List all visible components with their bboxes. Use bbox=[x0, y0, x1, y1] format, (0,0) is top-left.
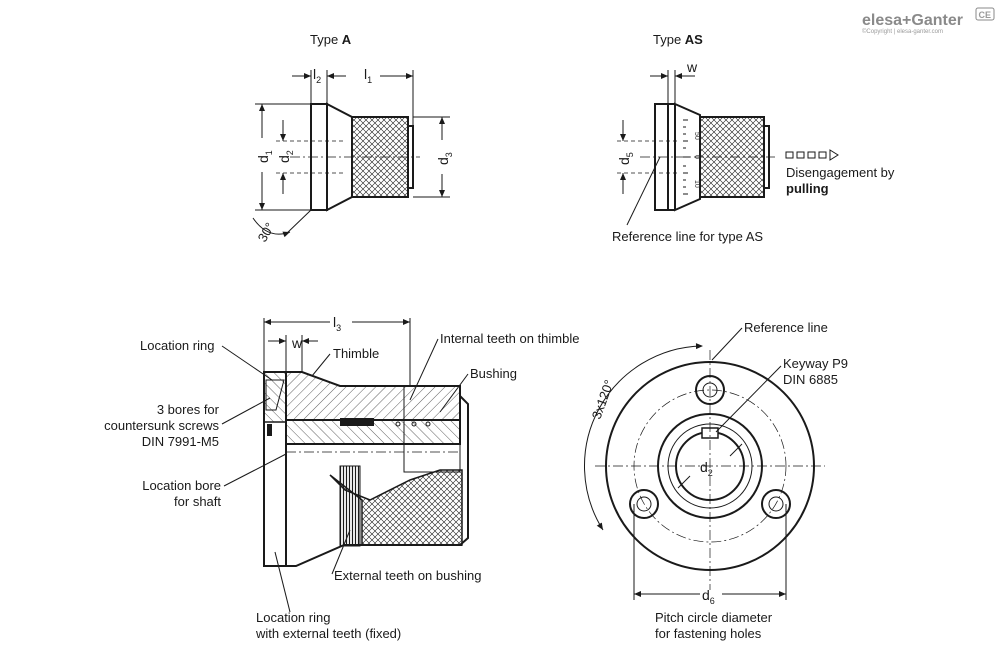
label-ring-fixed-1: Location ring bbox=[256, 610, 330, 625]
label-pitch-1: Pitch circle diameter bbox=[655, 610, 773, 625]
label-pulling: pulling bbox=[786, 181, 829, 196]
dim-d2-front: d2 bbox=[700, 459, 713, 478]
label-internal-teeth: Internal teeth on thimble bbox=[440, 331, 579, 346]
type-a-view: Type A l2 l1 d1 d2 d3 bbox=[252, 32, 454, 245]
dim-w-as: w bbox=[686, 59, 698, 75]
type-a-title: Type A bbox=[310, 32, 352, 47]
front-view: d2 d6 3x120° Reference line Keyway P9 DI… bbox=[584, 320, 848, 641]
label-keyway-1: Keyway P9 bbox=[783, 356, 848, 371]
dim-d2: d2 bbox=[276, 150, 295, 163]
label-location-bore-1: Location bore bbox=[142, 478, 221, 493]
type-as-title: Type AS bbox=[653, 32, 703, 47]
scale-mark-50: 50 bbox=[693, 132, 700, 140]
dim-d3: d3 bbox=[435, 152, 454, 165]
section-external-teeth bbox=[339, 465, 361, 547]
scale-mark-10: 10 bbox=[693, 180, 700, 188]
scale-ticks bbox=[683, 119, 690, 195]
dim-l3: l3 bbox=[333, 314, 341, 333]
dim-l2: l2 bbox=[313, 66, 321, 85]
logo-text: elesa+Ganter bbox=[862, 12, 963, 29]
dim-d1: d1 bbox=[255, 150, 274, 163]
section-view: l3 w Location ring Thimble Internal teet… bbox=[104, 314, 579, 641]
label-bushing: Bushing bbox=[470, 366, 517, 381]
label-location-ring: Location ring bbox=[140, 338, 214, 353]
dim-angle-3x120: 3x120° bbox=[589, 378, 617, 421]
dim-d5: d5 bbox=[616, 152, 635, 165]
dim-l1: l1 bbox=[364, 66, 372, 85]
label-reference-line: Reference line bbox=[744, 320, 828, 335]
label-bores-1: 3 bores for bbox=[157, 402, 220, 417]
label-reference-line-as: Reference line for type AS bbox=[612, 229, 763, 244]
label-external-teeth: External teeth on bushing bbox=[334, 568, 481, 583]
dim-w-section: w bbox=[291, 335, 303, 351]
section-thimble bbox=[285, 371, 461, 421]
label-thimble: Thimble bbox=[333, 346, 379, 361]
type-as-view: Type AS 50 0 10 w d5 bbox=[612, 32, 895, 244]
label-bores-3: DIN 7991-M5 bbox=[142, 434, 219, 449]
fastening-hole-3 bbox=[761, 489, 791, 519]
copyright-text: ©Copyright | elesa-ganter.com bbox=[862, 28, 943, 35]
brand-logo: elesa+Ganter ©Copyright | elesa-ganter.c… bbox=[862, 7, 995, 35]
label-ring-fixed-2: with external teeth (fixed) bbox=[255, 626, 401, 641]
label-bores-2: countersunk screws bbox=[104, 418, 219, 433]
type-as-cone bbox=[674, 102, 701, 212]
label-location-bore-2: for shaft bbox=[174, 494, 221, 509]
dim-d6: d6 bbox=[702, 587, 715, 606]
pull-arrows-icon bbox=[785, 149, 839, 161]
label-pitch-2: for fastening holes bbox=[655, 626, 762, 641]
label-keyway-2: DIN 6885 bbox=[783, 372, 838, 387]
label-disengagement: Disengagement by bbox=[786, 165, 895, 180]
ce-badge: CE bbox=[979, 10, 992, 20]
ce-badge-frame bbox=[975, 7, 995, 21]
